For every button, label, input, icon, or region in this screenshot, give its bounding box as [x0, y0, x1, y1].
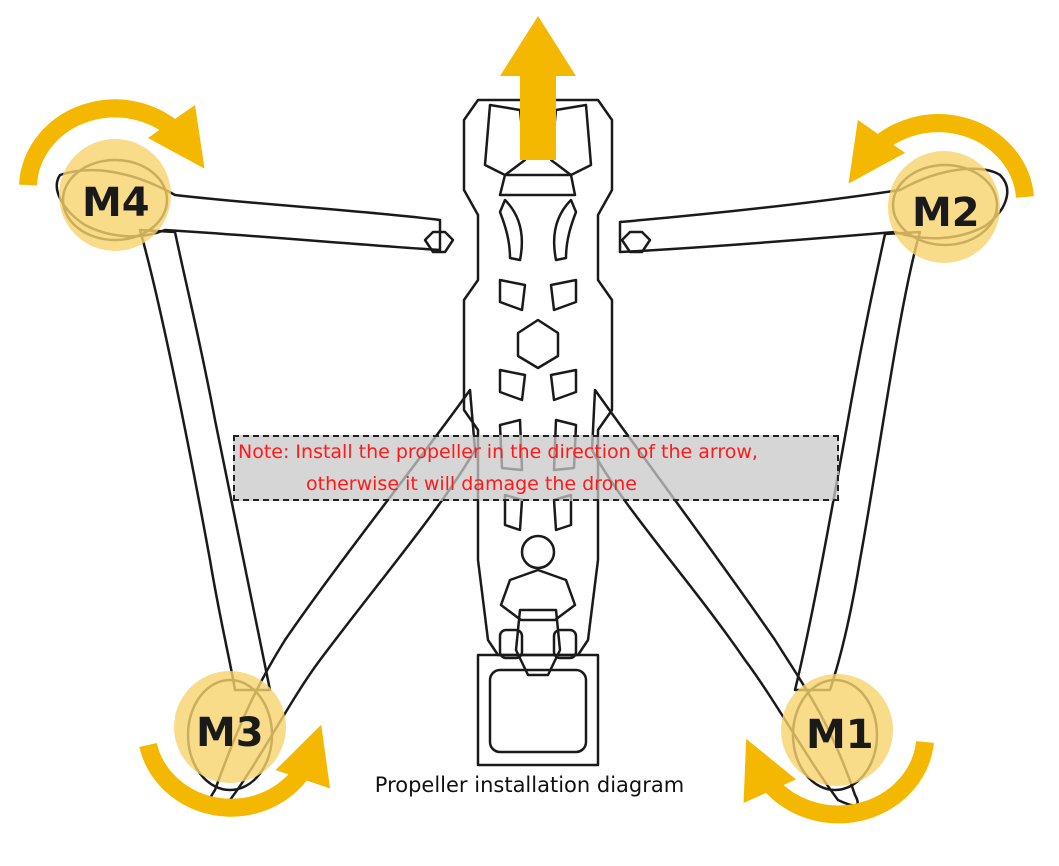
m4-rotation-arrow-icon: [19, 99, 205, 186]
motor-m4-highlight: [59, 139, 171, 251]
m3-rotation-arrow-icon: [139, 724, 331, 817]
warning-note-box: [233, 435, 839, 501]
motor-m4-label: M4: [82, 180, 150, 226]
right-side-strut: [793, 230, 922, 692]
motor-m2-highlight: [888, 151, 1000, 263]
forward-arrow-icon: [500, 16, 576, 160]
m1-rotation-arrow-icon: [743, 738, 934, 824]
motor-m3-label: M3: [196, 710, 264, 756]
diagram-caption: Propeller installation diagram: [374, 773, 685, 797]
center-plate: [462, 98, 614, 657]
motor-m3-highlight: [174, 671, 286, 783]
motor-m2-label: M2: [912, 190, 980, 236]
m2-rotation-arrow-icon: [848, 114, 1034, 198]
motor-m1-highlight: [781, 674, 893, 786]
motor-m1-label: M1: [806, 712, 874, 758]
warning-note-line-1: Note: Install the propeller in the direc…: [238, 441, 758, 463]
warning-note-line-2: otherwise it will damage the drone: [306, 473, 637, 495]
